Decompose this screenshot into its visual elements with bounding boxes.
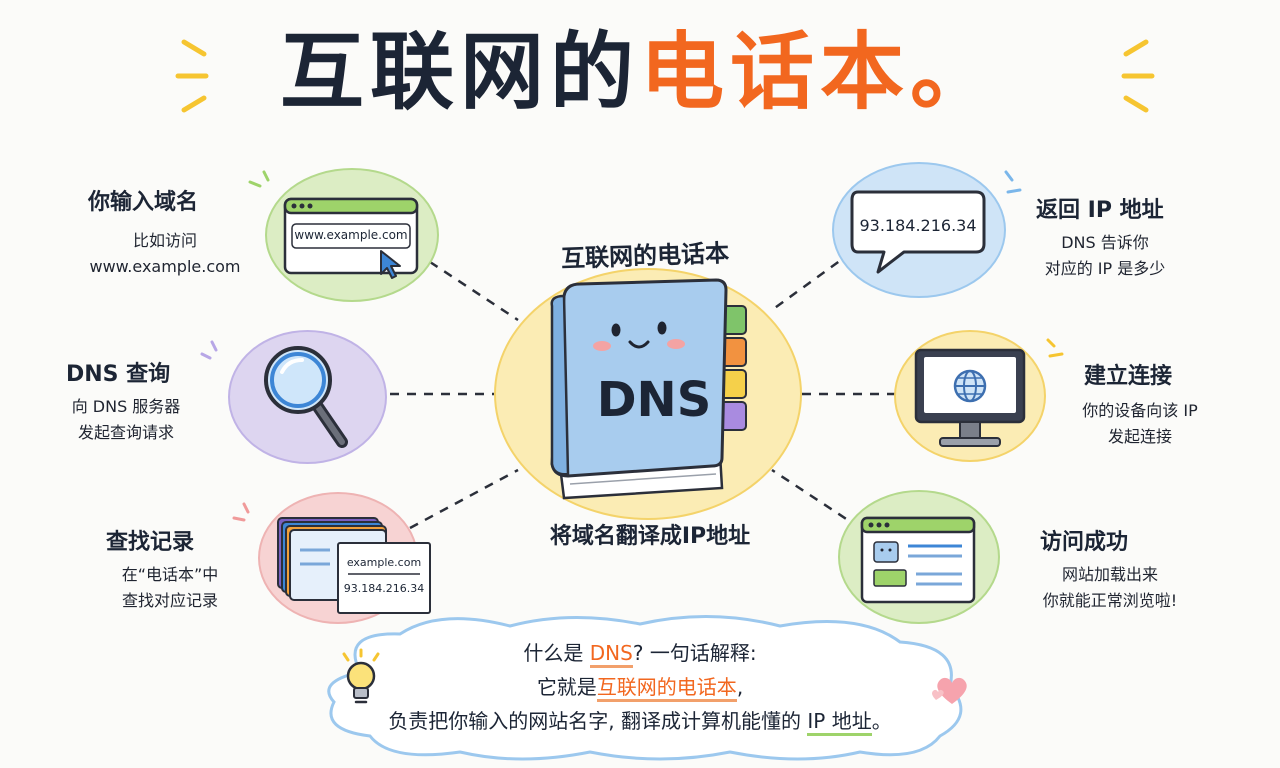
step-dns-query-desc: 向 DNS 服务器 发起查询请求 [56, 394, 196, 446]
book-icon [550, 278, 747, 500]
step-find-record-desc-2: 查找对应记录 [121, 591, 218, 610]
webpage-icon [860, 516, 976, 604]
browser-url-text: www.example.com [294, 228, 408, 242]
record-card-divider [348, 573, 420, 575]
sparkle-yellow-icon [1046, 338, 1064, 358]
step-enter-domain-desc-1: 比如访问 [132, 231, 197, 250]
book-label: DNS [596, 372, 712, 428]
step-return-ip-desc-1: DNS 告诉你 [1061, 233, 1149, 252]
sparkle-pink-icon [232, 502, 250, 522]
title-part-2: 电话本。 [640, 23, 1001, 121]
step-success-desc-2: 你就能正常浏览啦! [1042, 591, 1178, 610]
summary-phonebook-highlight: 互联网的电话本 [596, 675, 737, 702]
cursor-icon [380, 250, 401, 279]
lightbulb-icon [342, 648, 380, 704]
record-card-ip: 93.184.216.34 [343, 582, 425, 595]
step-enter-domain-desc: 比如访问 www.example.com [80, 228, 250, 280]
step-connect-desc-2: 发起连接 [1107, 427, 1172, 446]
speech-bubble-icon [850, 190, 986, 274]
step-find-record-desc-1: 在“电话本”中 [121, 565, 219, 584]
sparkle-blue-icon [1004, 170, 1022, 194]
summary-cloud [327, 615, 963, 761]
step-enter-domain-title: 你输入域名 [88, 190, 199, 215]
sparkle-green-icon [248, 170, 270, 188]
heart-icon [932, 677, 967, 704]
step-connect-title: 建立连接 [1084, 364, 1173, 389]
sparkle-right-icon [1121, 39, 1155, 113]
step-success-desc-1: 网站加载出来 [1061, 565, 1158, 584]
summary-ip-highlight: IP 地址 [807, 709, 872, 736]
sparkle-purple-icon [200, 340, 218, 360]
summary-line-3-a: 负责把你输入的网站名字, 翻译成计算机能懂的 [388, 709, 808, 733]
step-return-ip-title: 返回 IP 地址 [1036, 198, 1164, 223]
summary-line-2-c: , [736, 675, 744, 699]
summary-line-1-c: ? 一句话解释: [632, 641, 757, 665]
summary-text: 什么是 DNS? 一句话解释: 它就是互联网的电话本, 负责把你输入的网站名字,… [320, 636, 960, 738]
summary-line-2: 它就是互联网的电话本, [320, 670, 960, 704]
record-card [337, 542, 431, 614]
summary-dns-highlight: DNS [589, 641, 633, 668]
step-success-desc: 网站加载出来 你就能正常浏览啦! [1020, 562, 1200, 614]
summary-line-3: 负责把你输入的网站名字, 翻译成计算机能懂的 IP 地址。 [320, 704, 960, 738]
globe-icon [953, 369, 987, 403]
step-enter-domain-desc-2: www.example.com [89, 257, 241, 276]
step-dns-query-desc-1: 向 DNS 服务器 [71, 397, 181, 416]
title-part-1: 互联网的 [279, 23, 640, 121]
magnifier-icon [264, 346, 348, 448]
summary-line-1-a: 什么是 [523, 641, 590, 665]
step-dns-query-desc-2: 发起查询请求 [77, 423, 174, 442]
sparkle-left-icon [175, 39, 209, 113]
record-card-domain: example.com [346, 556, 422, 569]
step-return-ip-desc: DNS 告诉你 对应的 IP 是多少 [1020, 230, 1190, 282]
step-connect-desc: 你的设备向该 IP 发起连接 [1058, 398, 1222, 450]
page-title: 互联网的电话本。 [0, 22, 1280, 123]
bubble-ip-text: 93.184.216.34 [859, 216, 977, 235]
step-find-record-desc: 在“电话本”中 查找对应记录 [100, 562, 240, 614]
step-find-record-title: 查找记录 [106, 530, 195, 555]
step-return-ip-desc-2: 对应的 IP 是多少 [1044, 259, 1166, 278]
center-bottom-caption: 将域名翻译成IP地址 [549, 524, 751, 549]
summary-line-3-c: 。 [871, 709, 892, 733]
step-dns-query-title: DNS 查询 [66, 362, 171, 387]
summary-line-1: 什么是 DNS? 一句话解释: [320, 636, 960, 670]
step-success-title: 访问成功 [1040, 530, 1129, 555]
summary-line-2-a: 它就是 [536, 675, 597, 699]
step-connect-desc-1: 你的设备向该 IP [1082, 401, 1198, 420]
